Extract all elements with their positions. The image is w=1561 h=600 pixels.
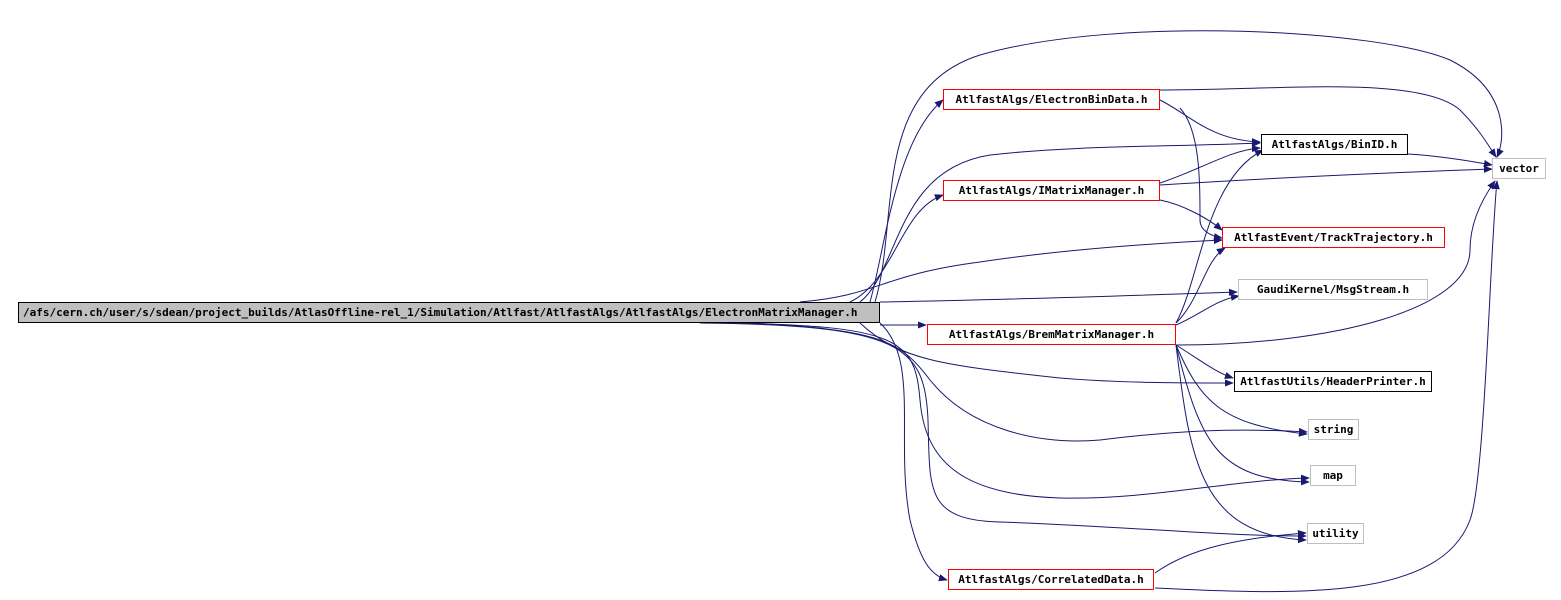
edge-root-to-string <box>749 322 1308 442</box>
node-electron-bin-data[interactable]: AtlfastAlgs/ElectronBinData.h <box>943 89 1160 110</box>
edge-brem-matrix-manager-to-header-printer <box>1175 344 1234 379</box>
edge-root-to-utility <box>699 322 1307 540</box>
edge-brem-matrix-manager-to-utility <box>1175 344 1307 544</box>
edge-brem-matrix-manager-to-bin-id <box>1175 149 1264 324</box>
edge-root-to-map <box>719 322 1310 499</box>
root-file-node: /afs/cern.ch/user/s/sdean/project_builds… <box>18 302 880 323</box>
edge-root-to-imatrix-manager <box>849 194 944 303</box>
edge-brem-matrix-manager-to-msg-stream <box>1175 293 1240 326</box>
node-bin-id[interactable]: AtlfastAlgs/BinID.h <box>1261 134 1408 155</box>
edge-imatrix-manager-to-bin-id <box>1159 144 1261 184</box>
edge-brem-matrix-manager-to-map <box>1175 344 1310 486</box>
edge-electron-bin-data-to-vector <box>1159 86 1497 158</box>
node-msg-stream: GaudiKernel/MsgStream.h <box>1238 279 1428 300</box>
edge-root-to-vector <box>874 30 1504 303</box>
edge-root-to-track-trajectory <box>799 236 1223 303</box>
edge-brem-matrix-manager-to-string <box>1175 344 1308 437</box>
node-vector: vector <box>1492 158 1546 179</box>
edge-imatrix-manager-to-vector <box>1159 165 1493 186</box>
edge-electron-bin-data-to-bin-id <box>1159 99 1261 146</box>
node-map: map <box>1310 465 1356 486</box>
node-correlated-data[interactable]: AtlfastAlgs/CorrelatedData.h <box>948 569 1154 590</box>
edge-electron-bin-data-to-track-trajectory <box>1179 107 1223 241</box>
edge-brem-matrix-manager-to-track-trajectory <box>1175 247 1226 324</box>
edge-correlated-data-to-vector <box>1154 180 1500 593</box>
edge-correlated-data-to-utility <box>1154 530 1307 574</box>
node-utility: utility <box>1307 523 1364 544</box>
node-brem-matrix-manager[interactable]: AtlfastAlgs/BremMatrixManager.h <box>927 324 1176 345</box>
edge-brem-matrix-manager-to-vector <box>1175 180 1496 346</box>
edge-imatrix-manager-to-track-trajectory <box>1159 199 1223 231</box>
node-header-printer[interactable]: AtlfastUtils/HeaderPrinter.h <box>1234 371 1432 392</box>
edge-root-to-bin-id <box>859 139 1261 303</box>
node-string: string <box>1308 419 1359 440</box>
node-imatrix-manager[interactable]: AtlfastAlgs/IMatrixManager.h <box>943 180 1160 201</box>
edge-root-to-correlated-data <box>879 322 948 582</box>
node-track-trajectory[interactable]: AtlfastEvent/TrackTrajectory.h <box>1222 227 1445 248</box>
edge-root-to-msg-stream <box>879 288 1238 303</box>
edge-bin-id-to-vector <box>1407 153 1493 168</box>
